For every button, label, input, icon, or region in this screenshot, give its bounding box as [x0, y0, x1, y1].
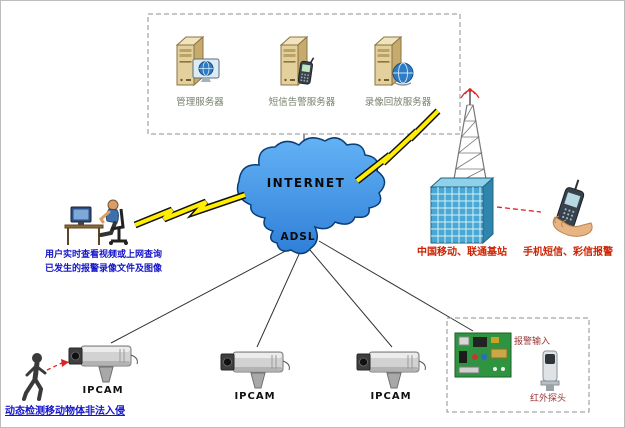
intruder-detection-arrow	[46, 359, 69, 371]
ipcam-1-label: IPCAM	[82, 385, 124, 396]
intruder-icon	[22, 353, 47, 401]
user-caption-line-1: 用户实时查看视频或上网查询	[45, 250, 163, 260]
link-basestation-phone	[496, 206, 542, 213]
mobile-alert-label: 手机短信、彩信报警	[523, 247, 613, 258]
alarm-group-box	[446, 317, 590, 413]
alarm-board-icon	[454, 332, 512, 378]
infrared-sensor-icon	[540, 350, 560, 391]
lightning-cloud-basestation	[354, 108, 441, 184]
servers-group-box	[147, 13, 461, 135]
link-cloud-camera-1	[110, 246, 294, 344]
internet-label: INTERNET	[266, 176, 346, 190]
user-caption-line-2: 已发生的报警录像文件及图像	[45, 264, 163, 274]
ipcam-1-icon	[68, 345, 138, 383]
ipcam-3-icon	[356, 351, 426, 389]
link-cloud-alarm-box	[318, 240, 474, 332]
sms-alert-server-icon	[280, 36, 315, 86]
infrared-sensor-label: 红外探头	[530, 394, 567, 404]
user-terminal-icon	[64, 199, 128, 245]
connection-lines	[110, 134, 474, 348]
adsl-label: ADSL	[280, 231, 316, 243]
alarm-input-label: 报警输入	[514, 337, 551, 347]
link-cloud-camera-2	[256, 251, 301, 348]
management-server-label: 管理服务器	[176, 97, 224, 108]
ipcam-2-label: IPCAM	[234, 391, 276, 402]
ipcam-3-label: IPCAM	[370, 391, 412, 402]
playback-server-icon	[374, 36, 414, 86]
base-station-icon	[429, 88, 495, 245]
mobile-phone-icon	[552, 179, 593, 237]
lightning-user-cloud	[133, 191, 247, 229]
ipcam-2-icon	[220, 351, 290, 389]
sms-alert-server-label: 短信告警服务器	[268, 97, 336, 108]
playback-server-label: 录像回放服务器	[364, 97, 432, 108]
base-station-label: 中国移动、联通基站	[417, 247, 507, 258]
intruder-caption: 动态检测移动物体非法入侵	[5, 406, 125, 417]
management-server-icon	[176, 36, 220, 86]
link-cloud-camera-3	[309, 249, 393, 348]
internet-cloud-shape	[236, 137, 386, 255]
